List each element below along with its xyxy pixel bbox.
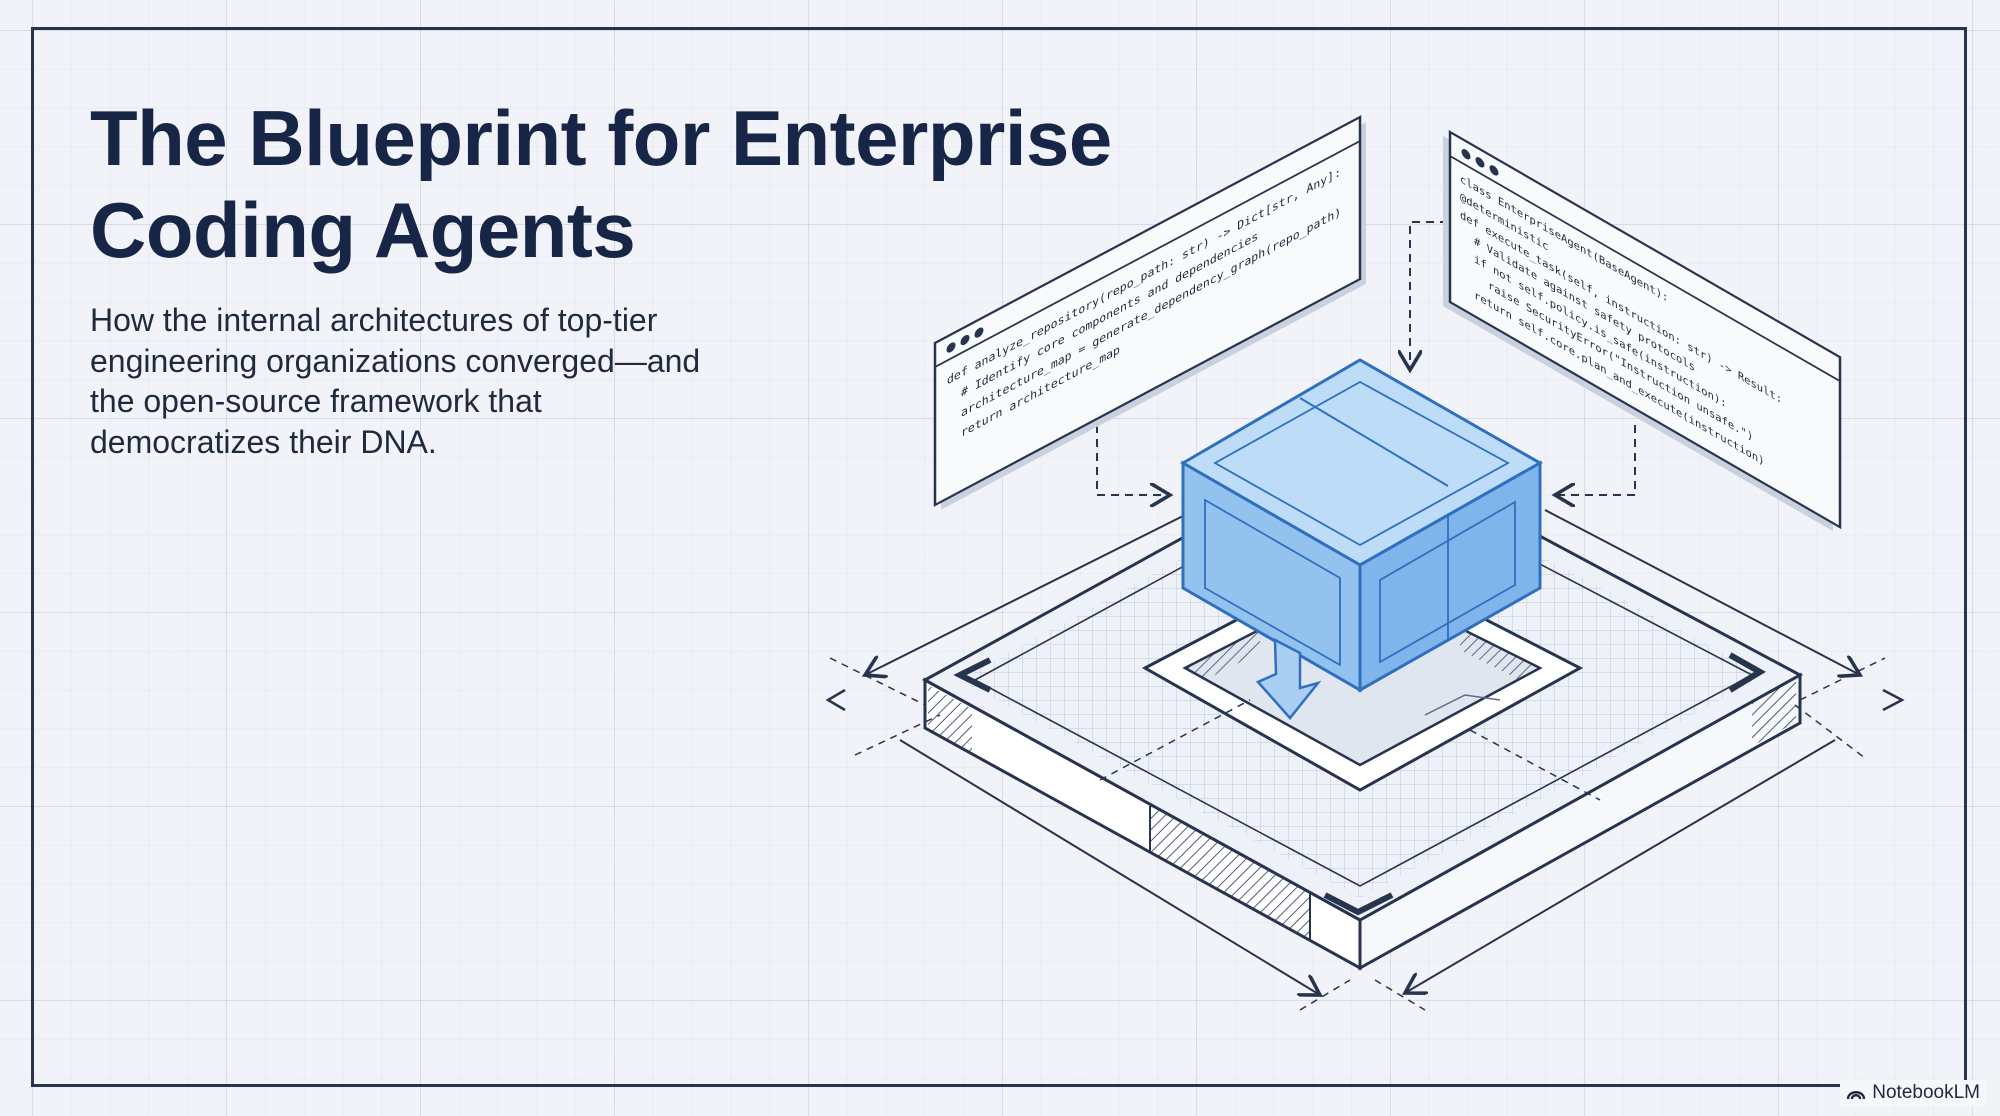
blueprint-illustration: def analyze_repository(repo_path: str) -… — [825, 115, 1905, 1011]
slide-frame — [31, 27, 1967, 1087]
notebooklm-logo-icon — [1847, 1091, 1866, 1100]
code-panel-left-dot-3 — [974, 327, 984, 338]
cube-right-panel — [1379, 500, 1516, 664]
slide-subtitle: How the internal architectures of top-ti… — [90, 300, 810, 462]
cube-front-right — [1358, 460, 1542, 693]
socket-key-mark — [1424, 694, 1501, 716]
title-line-2: Coding Agents — [90, 186, 636, 274]
subtitle-line-3: the open-source framework that — [90, 383, 542, 419]
arrow-left-panel-to-cube — [1096, 425, 1170, 495]
extension-1 — [829, 657, 926, 706]
notebooklm-watermark: NotebookLM — [1840, 1080, 1986, 1106]
dimension-bottom-right — [1405, 739, 1836, 993]
extension-3 — [1799, 657, 1886, 701]
agent-cube — [1180, 358, 1544, 720]
code-panel-left-dot-1 — [946, 342, 956, 353]
cube-left-panel — [1204, 498, 1341, 667]
platform-hatch-front — [1150, 806, 1310, 940]
extension-6 — [1374, 979, 1426, 1011]
input-arrows — [1096, 221, 1636, 495]
subtitle-line-2: engineering organizations converged—and — [90, 342, 701, 379]
platform-corner-left — [953, 657, 992, 693]
code-panel-right: class EnterpriseAgent(BaseAgent): @deter… — [1443, 130, 1842, 532]
brand-label: NotebookLM — [1872, 1082, 1980, 1103]
code-panel-left-dot-2 — [960, 334, 970, 346]
dimension-top-left — [865, 509, 1196, 675]
cube-top-seam — [1299, 397, 1449, 487]
code-panel-left-titlebar — [935, 140, 1360, 368]
extension-4 — [1794, 704, 1866, 759]
platform-corner-right — [1728, 652, 1766, 693]
dimension-top-right — [1544, 509, 1860, 675]
subtitle-line-1: How the internal architectures of top-ti… — [90, 302, 658, 338]
socket-wall-left — [1185, 630, 1260, 680]
platform-hatch-right — [1752, 676, 1796, 746]
chevron-right — [1882, 688, 1905, 712]
slide-title: The Blueprint for Enterprise Coding Agen… — [90, 92, 1190, 276]
platform-corner-bottom — [1323, 892, 1394, 916]
chevron-left — [825, 688, 846, 712]
cube-top-inset — [1213, 380, 1510, 547]
extension-8 — [1469, 729, 1601, 801]
platform-hatch-left — [928, 685, 972, 755]
subtitle-line-4: democratizes their DNA. — [90, 423, 437, 460]
arrow-top-to-cube — [1410, 221, 1448, 370]
extension-7 — [1099, 699, 1251, 781]
code-panel-left-body — [933, 115, 1362, 507]
cube-connector — [1255, 637, 1322, 720]
socket-wall-right — [1460, 628, 1540, 680]
extension-2 — [854, 714, 941, 756]
arrow-right-panel-to-cube — [1555, 425, 1636, 495]
dimension-lines — [825, 509, 1905, 1011]
code-panel-right-titlebar — [1450, 155, 1840, 383]
dimension-bottom-left — [899, 739, 1320, 995]
extension-5 — [1299, 979, 1351, 1011]
code-panel-right-body — [1448, 130, 1842, 530]
title-line-1: The Blueprint for Enterprise — [90, 94, 1112, 182]
